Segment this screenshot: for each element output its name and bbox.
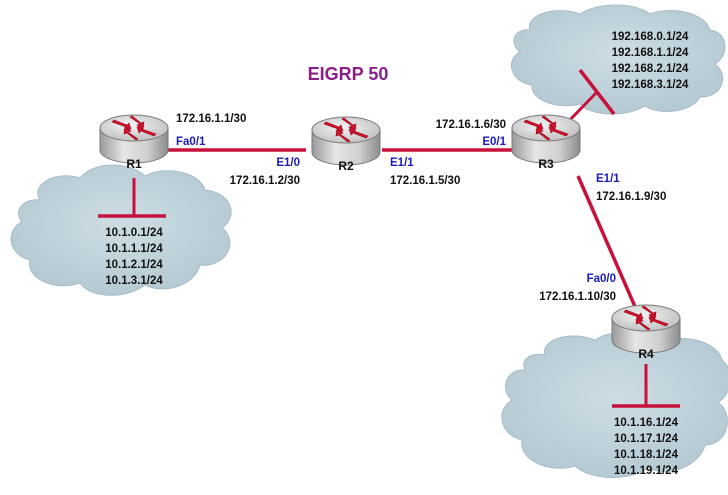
r2-e11-ip-label: 172.16.1.5/30 xyxy=(390,175,460,187)
cloud-r3-lan xyxy=(510,4,726,115)
router-r2-label: R2 xyxy=(338,159,354,173)
link-r3-r4 xyxy=(576,175,642,319)
lan-list-r1: 10.1.0.1/24 10.1.1.1/24 10.1.2.1/24 10.1… xyxy=(105,227,163,287)
router-r3-label: R3 xyxy=(538,157,554,171)
lan-list-r3: 192.168.0.1/24 192.168.1.1/24 192.168.2.… xyxy=(612,31,689,91)
router-r4-label: R4 xyxy=(638,347,654,361)
router-r1-label: R1 xyxy=(126,157,142,171)
lan-r3-address: 192.168.0.1/24 xyxy=(612,31,689,43)
r3-e11-ip-label: 172.16.1.9/30 xyxy=(596,191,666,203)
r2-e10-interface-label: E1/0 xyxy=(276,157,300,169)
router-r1: R1 xyxy=(99,114,169,171)
router-r3: R3 xyxy=(511,114,581,171)
lan-segment-r1 xyxy=(98,178,166,218)
lan-list-r4: 10.1.16.1/24 10.1.17.1/24 10.1.18.1/24 1… xyxy=(614,417,679,477)
lan-r1-address: 10.1.2.1/24 xyxy=(105,259,163,271)
r3-e01-interface-label: E0/1 xyxy=(482,136,506,148)
lan-r4-address: 10.1.17.1/24 xyxy=(614,433,679,445)
r3-e11-interface-label: E1/1 xyxy=(596,173,620,185)
router-r4: R4 xyxy=(611,304,681,361)
diagram-title: EIGRP 50 xyxy=(308,64,389,84)
router-r2: R2 xyxy=(311,116,381,173)
lan-r1-address: 10.1.3.1/24 xyxy=(105,275,163,287)
r2-e10-ip-label: 172.16.1.2/30 xyxy=(230,175,300,187)
lan-r1-address: 10.1.1.1/24 xyxy=(105,243,163,255)
lan-r4-address: 10.1.19.1/24 xyxy=(614,465,679,477)
lan-r3-address: 192.168.2.1/24 xyxy=(612,63,689,75)
cloud-r1-lan xyxy=(10,164,232,296)
lan-r4-address: 10.1.18.1/24 xyxy=(614,449,679,461)
r3-e01-ip-label: 172.16.1.6/30 xyxy=(436,119,506,131)
r2-e11-interface-label: E1/1 xyxy=(390,157,414,169)
r1-ip-label: 172.16.1.1/30 xyxy=(176,113,246,125)
lan-r3-address: 192.168.3.1/24 xyxy=(612,79,689,91)
lan-r4-address: 10.1.16.1/24 xyxy=(614,417,679,429)
r4-fa00-ip-label: 172.16.1.10/30 xyxy=(539,291,616,303)
lan-r1-address: 10.1.0.1/24 xyxy=(105,227,163,239)
r1-interface-label: Fa0/1 xyxy=(176,136,206,148)
lan-r3-address: 192.168.1.1/24 xyxy=(612,47,689,59)
lan-segment-r4 xyxy=(612,364,680,408)
r4-fa00-interface-label: Fa0/0 xyxy=(587,273,616,285)
